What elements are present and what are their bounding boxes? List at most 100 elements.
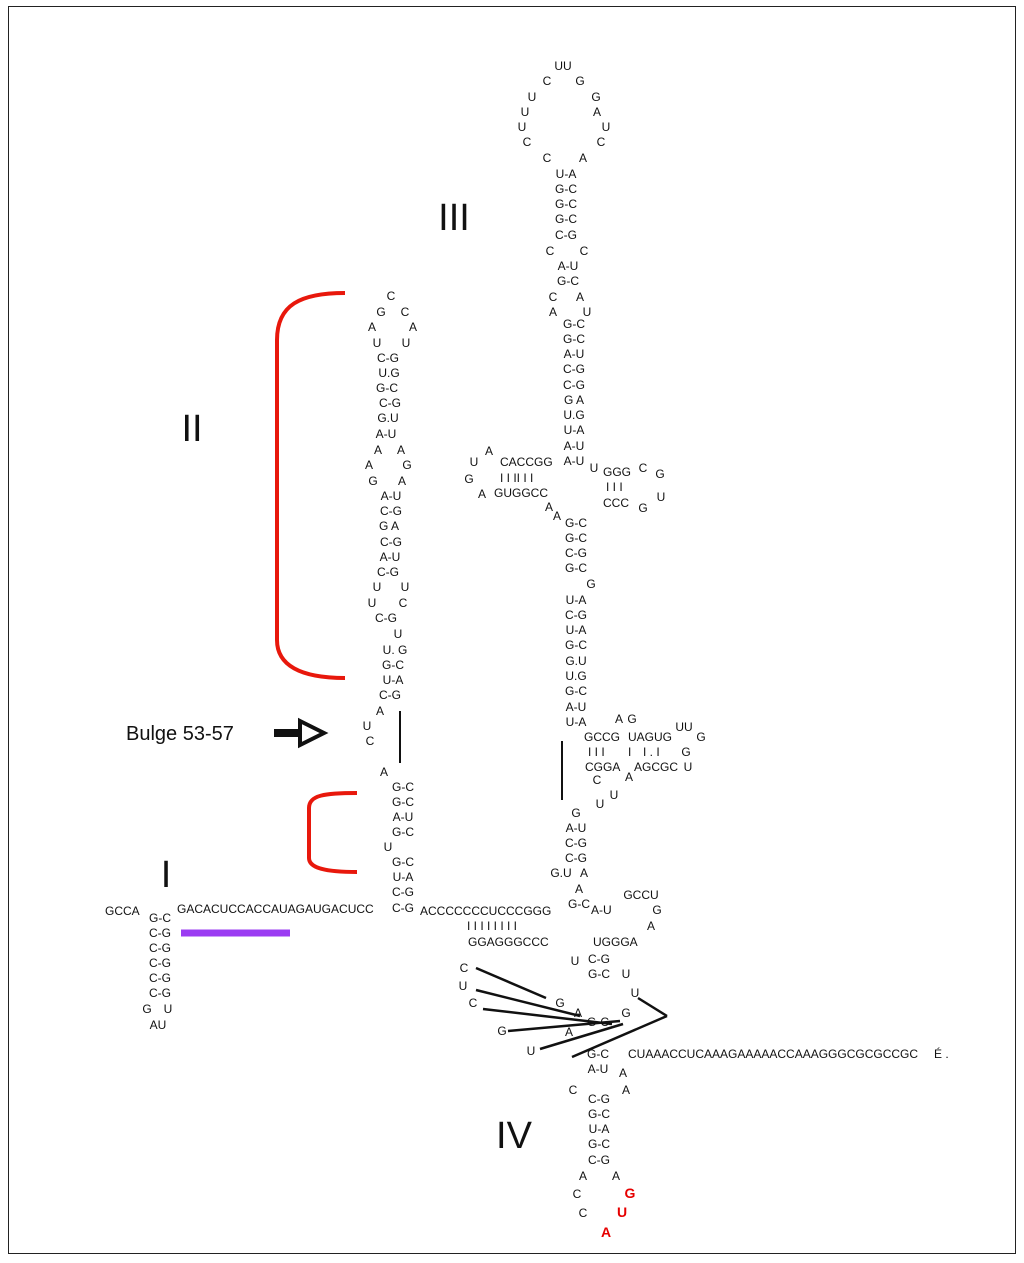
nt-III: C-G — [563, 378, 585, 392]
nt-III-lower-hairpin: G — [696, 730, 705, 744]
domain-III-nucleotides: UU C G U G U A U U C C C A U-A G-C G-C G… — [464, 59, 705, 933]
nt-III: U-A — [566, 715, 587, 729]
nt-II: C-G — [379, 396, 401, 410]
nt-III: C — [549, 290, 558, 304]
nt-III-left-hairpin: U — [470, 455, 479, 469]
domain-label-II: II — [181, 408, 202, 450]
nt-III: G-C — [555, 212, 577, 226]
nt-II: C-G — [392, 901, 414, 915]
nt-II: A — [397, 443, 405, 457]
nt-III: G — [571, 806, 580, 820]
nt-I-pair-1: G-C — [149, 911, 171, 925]
nt-III: G-C — [565, 684, 587, 698]
nt-I-loop-u: U — [164, 1002, 173, 1016]
nt-IV: G-C — [587, 1047, 609, 1061]
nt-III-right-hairpin: U — [590, 461, 599, 475]
nt-III: C-G — [565, 608, 587, 622]
nt-III: U — [518, 120, 527, 134]
nt-III: C — [523, 135, 532, 149]
nt-II: G-C — [376, 381, 398, 395]
nt-IV: U — [571, 954, 580, 968]
nt-III: G — [586, 577, 595, 591]
nt-IV: U — [459, 979, 468, 993]
nt-IV: A-U — [588, 1062, 609, 1076]
nt-III: G-C — [565, 638, 587, 652]
nt-I-pair-2: C-G — [149, 926, 171, 940]
nt-II: C-G — [380, 535, 402, 549]
nt-II: A-U — [376, 427, 397, 441]
nt-III-left-hairpin: CACCGG — [500, 455, 553, 469]
nt-III-left-hairpin: GUGGCC — [494, 486, 548, 500]
nt-II: G-C — [392, 780, 414, 794]
nt-II: G — [368, 474, 377, 488]
nt-II: C — [387, 289, 396, 303]
nt-II: G-C — [382, 658, 404, 672]
nt-II: A — [368, 320, 376, 334]
nt-III: G-C — [555, 197, 577, 211]
nt-III: G-C — [557, 274, 579, 288]
nt-II: A — [409, 320, 417, 334]
nt-III-right-hairpin: G — [638, 501, 647, 515]
nt-IV: G — [497, 1024, 506, 1038]
nt-II-bulge: A — [376, 704, 384, 718]
nt-III-lower-hairpin: A — [615, 712, 623, 726]
nt-III-lower-hairpin: C — [593, 773, 602, 787]
nt-III: C — [597, 135, 606, 149]
nt-I-gcca: GCCA — [105, 904, 140, 918]
nt-III-lower-hairpin: U — [596, 797, 605, 811]
nt-III: A — [593, 105, 601, 119]
nt-IV: C-G — [588, 1092, 610, 1106]
nt-III: C — [543, 74, 552, 88]
nt-III: A — [553, 509, 561, 523]
nt-IV-highlight-a: A — [601, 1224, 611, 1240]
junction-sequence: ACCCCCCCUCCCGGG — [420, 904, 551, 918]
nt-III-left-hairpin: A — [485, 444, 493, 458]
nt-II: A — [365, 458, 373, 472]
nt-III: A — [549, 305, 557, 319]
nt-IV: A — [574, 1006, 582, 1020]
nt-III-lower-hairpin: A — [625, 770, 633, 784]
nt-III-right-hairpin: I I I — [606, 480, 623, 494]
nt-III: G — [575, 74, 584, 88]
nt-III: A-U — [591, 903, 612, 917]
nt-III: G-C — [565, 561, 587, 575]
nt-IV: G-C — [588, 967, 610, 981]
nt-II: A — [398, 474, 406, 488]
nt-IV: C-G — [588, 1153, 610, 1167]
nt-III: U-A — [566, 593, 587, 607]
bulge-label: Bulge 53-57 — [126, 723, 234, 745]
nt-IV-tail-end: É . — [934, 1046, 949, 1061]
nt-III-lower-hairpin: G — [627, 712, 636, 726]
nt-I-pair-6: C-G — [149, 986, 171, 1000]
nt-III: G-C — [565, 531, 587, 545]
nt-I-pair-5: C-G — [149, 971, 171, 985]
nt-II: U-A — [393, 870, 414, 884]
nt-III-lower-hairpin: AGCGC — [634, 760, 678, 774]
nt-III: C — [543, 151, 552, 165]
nt-III: A-U — [566, 700, 587, 714]
nt-IV: G-C — [588, 1137, 610, 1151]
domain-II-nucleotides: C G C A A U U C-G U.G G-C C-G G.U A-U A … — [363, 289, 417, 915]
nt-IV-highlight-g: G — [625, 1185, 636, 1201]
nt-II: G — [402, 458, 411, 472]
nt-I-pair-4: C-G — [149, 956, 171, 970]
nt-III: C — [546, 244, 555, 258]
nt-II-bulge: A — [380, 765, 388, 779]
nt-III: G.U — [550, 866, 571, 880]
nt-IV: C — [573, 1187, 582, 1201]
nt-III: C-G — [563, 362, 585, 376]
nt-III-right-hairpin: GGG — [603, 465, 631, 479]
nt-III: G-C — [565, 516, 587, 530]
nt-III: A — [580, 866, 588, 880]
nt-III: A — [575, 882, 583, 896]
nt-II-bulge: U — [363, 719, 372, 733]
nt-I-loop-g: G — [142, 1002, 151, 1016]
nt-IV: C — [460, 961, 469, 975]
bulge-arrow — [274, 717, 329, 749]
figure-frame — [8, 6, 1016, 1254]
nt-III-lower-hairpin: I . I — [643, 745, 660, 759]
nt-III-lower-hairpin: UAGUG — [628, 730, 672, 744]
nt-IV: A — [565, 1025, 573, 1039]
nt-II: U — [394, 627, 403, 641]
nt-IV: C — [579, 1206, 588, 1220]
